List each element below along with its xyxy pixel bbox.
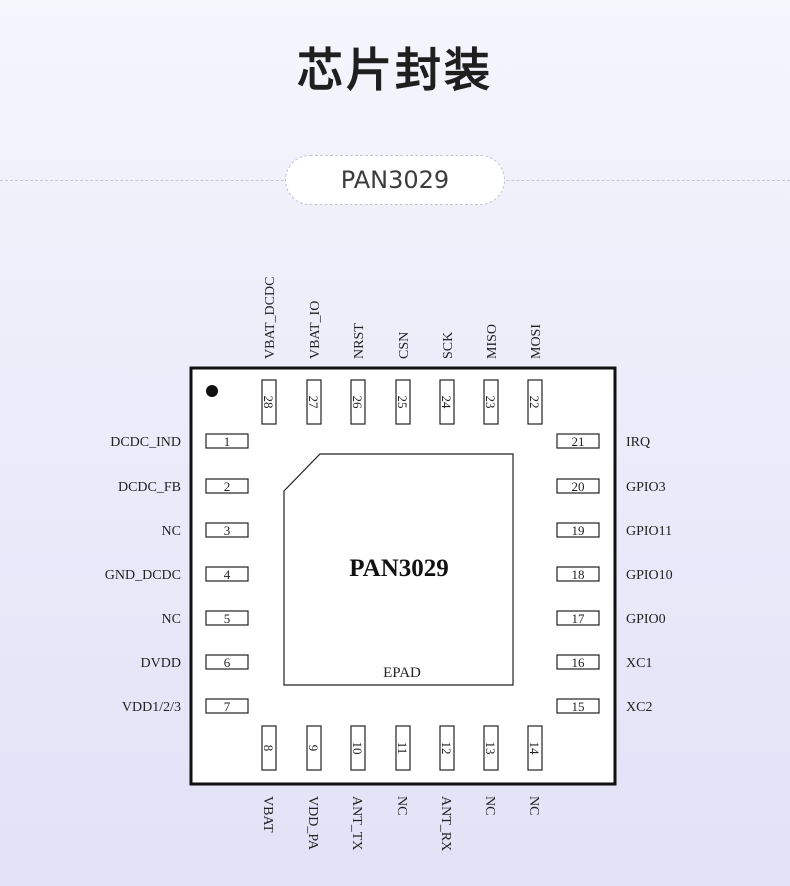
pin-number: 20 — [572, 479, 585, 494]
pin-number: 10 — [350, 742, 365, 755]
pin-number: 7 — [224, 699, 231, 714]
pin-name-label: MOSI — [529, 324, 544, 359]
pin-number: 19 — [572, 523, 585, 538]
pin-number: 27 — [306, 396, 321, 410]
pin-number: 2 — [224, 479, 231, 494]
pin-name-label: NC — [162, 612, 181, 627]
pin-name-label: SCK — [441, 332, 456, 359]
pin-number: 16 — [572, 655, 586, 670]
pin-name-label: GPIO11 — [626, 524, 672, 539]
pin-number: 8 — [261, 745, 276, 752]
pin-number: 5 — [224, 611, 231, 626]
pin-number: 21 — [572, 434, 585, 449]
pin1-marker-dot — [206, 385, 218, 397]
pin-name-label: GPIO0 — [626, 612, 666, 627]
pin-name-label: DCDC_FB — [118, 480, 181, 495]
pin-pad — [306, 725, 322, 771]
pin-pad — [556, 522, 600, 538]
pin-pad — [205, 610, 249, 626]
pin-pad — [350, 379, 366, 425]
pin-pad — [205, 478, 249, 494]
pin-name-label: VDD1/2/3 — [122, 700, 181, 715]
pin-number: 17 — [572, 611, 586, 626]
pin-pad — [556, 566, 600, 582]
pin-name-label: GPIO10 — [626, 568, 673, 583]
pin-pad — [527, 725, 543, 771]
pin-name-label: GND_DCDC — [105, 568, 181, 583]
pin-pad — [556, 433, 600, 449]
pin-number: 4 — [224, 567, 231, 582]
pin-name-label: NC — [162, 524, 181, 539]
pin-number: 18 — [572, 567, 585, 582]
pin-pad — [556, 610, 600, 626]
pin-name-label: NRST — [352, 323, 367, 359]
pin-number: 25 — [395, 396, 410, 409]
pin-number: 13 — [483, 742, 498, 755]
pin-pad — [395, 379, 411, 425]
pin-name-label: VDD_PA — [305, 796, 320, 851]
pin-name-label: GPIO3 — [626, 480, 666, 495]
pin-pad — [439, 725, 455, 771]
pin-name-label: IRQ — [626, 435, 650, 450]
pin-pad — [205, 698, 249, 714]
pin-pad — [556, 698, 600, 714]
pin-name-label: VBAT — [260, 796, 275, 833]
pin-name-label: ANT_RX — [438, 796, 453, 851]
pin-pad — [350, 725, 366, 771]
pin-name-label: NC — [526, 796, 541, 815]
pin-name-label: VBAT_IO — [308, 301, 323, 359]
pin-pad — [205, 433, 249, 449]
pin-pad — [205, 566, 249, 582]
pin-pad — [483, 379, 499, 425]
pin-number: 15 — [572, 699, 585, 714]
pin-pad — [205, 654, 249, 670]
pin-number: 1 — [224, 434, 231, 449]
pin-pad — [556, 478, 600, 494]
pin-name-label: XC1 — [626, 656, 652, 671]
pin-number: 9 — [306, 745, 321, 752]
pin-number: 11 — [395, 742, 410, 755]
pin-pad — [483, 725, 499, 771]
pin-number: 28 — [261, 396, 276, 409]
pin-pad — [439, 379, 455, 425]
model-badge: PAN3029 — [285, 155, 505, 205]
exposed-pad — [283, 453, 514, 686]
pin-number: 3 — [224, 523, 231, 538]
chip-name-label: PAN3029 — [349, 555, 449, 582]
pin-name-label: NC — [394, 796, 409, 815]
epad-label: EPAD — [383, 665, 421, 681]
pin-number: 23 — [483, 396, 498, 409]
pins-layer: 1DCDC_IND2DCDC_FB3NC4GND_DCDC5NC6DVDD7VD… — [105, 277, 673, 852]
pin-pad — [205, 522, 249, 538]
pin-pad — [556, 654, 600, 670]
page-title: 芯片封装 — [297, 43, 493, 97]
pin-name-label: XC2 — [626, 700, 652, 715]
pin-name-label: DCDC_IND — [110, 435, 181, 450]
pin-number: 6 — [224, 655, 231, 670]
pin-number: 26 — [350, 396, 365, 410]
pin-number: 24 — [439, 396, 454, 410]
pin-name-label: MISO — [485, 324, 500, 359]
pin-pad — [306, 379, 322, 425]
pin-number: 22 — [527, 396, 542, 409]
pin-name-label: VBAT_DCDC — [263, 277, 278, 359]
pin-name-label: CSN — [397, 332, 412, 359]
pin-name-label: DVDD — [141, 656, 181, 671]
pin-name-label: ANT_TX — [349, 796, 364, 850]
pin-pad — [261, 725, 277, 771]
pin-pad — [395, 725, 411, 771]
pin-number: 14 — [527, 742, 542, 756]
pin-number: 12 — [439, 742, 454, 755]
pin-pad — [261, 379, 277, 425]
pin-name-label: NC — [482, 796, 497, 815]
pin-pad — [527, 379, 543, 425]
